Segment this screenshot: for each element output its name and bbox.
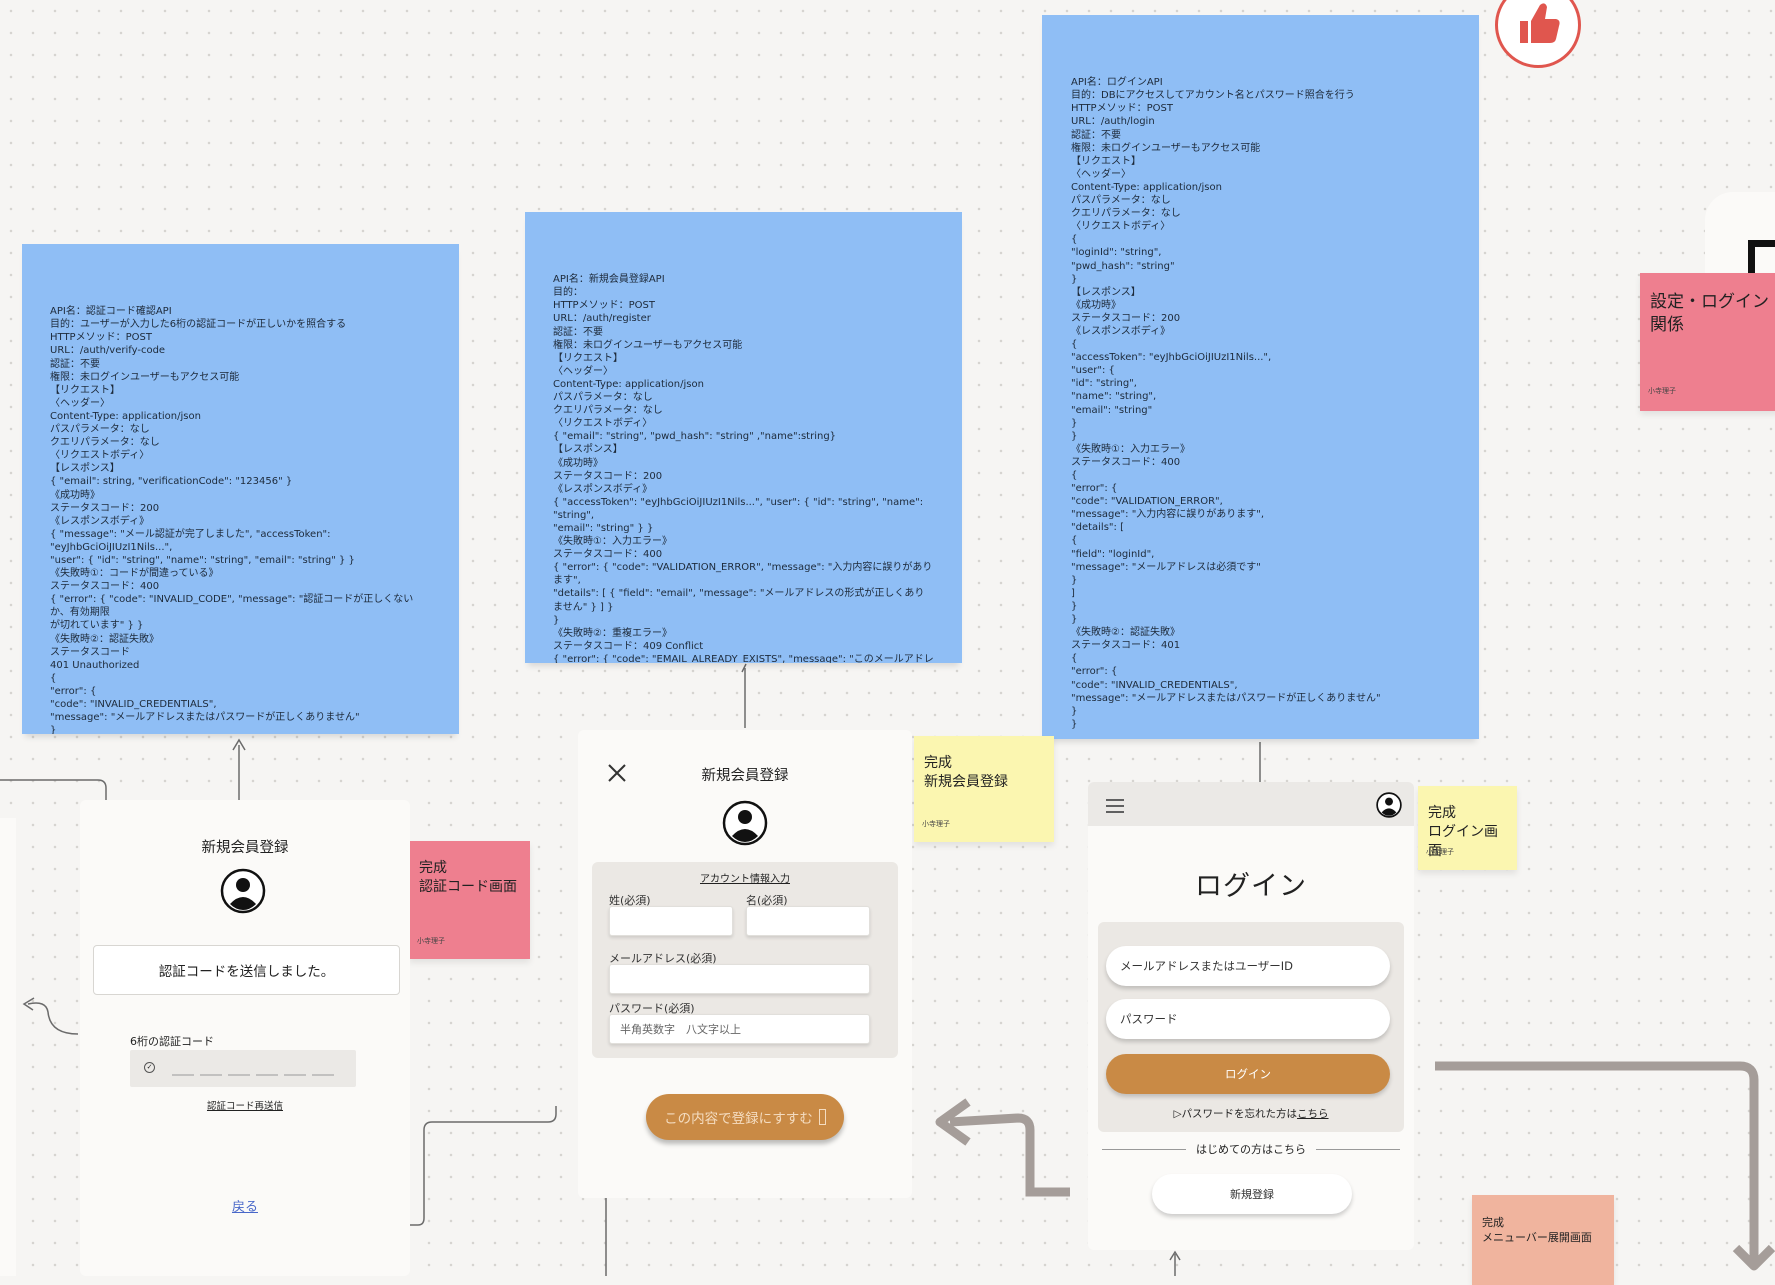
forgot-password-row: ▷パスワードを忘れた方はこちら [1098,1106,1404,1121]
offscreen-glyph [1748,240,1775,274]
register-screen: 新規会員登録 アカウント情報入力 姓(必須) 名(必須) メールアドレス(必須)… [578,730,912,1198]
verify-code-screen: 新規会員登録 認証コードを送信しました。 6桁の認証コード ✓ 認証コード再送信… [80,800,410,1276]
hamburger-menu-icon[interactable] [1106,798,1124,813]
password-input[interactable]: 半角英数字 八文字以上 [609,1014,870,1044]
sticky-menu-done[interactable]: 完成 メニューバー展開画面 [1472,1195,1614,1285]
forgot-prefix: ▷パスワードを忘れた方は [1173,1108,1298,1120]
signup-button[interactable]: 新規登録 [1152,1174,1352,1214]
offscreen-left-frame [0,818,16,1276]
form-panel: アカウント情報入力 姓(必須) 名(必須) メールアドレス(必須) パスワード(… [592,862,898,1058]
last-name-input[interactable] [609,906,733,936]
login-id-placeholder: メールアドレスまたはユーザーID [1120,959,1294,973]
forgot-password-link[interactable]: こちら [1297,1108,1329,1120]
sent-message-box: 認証コードを送信しました。 [93,945,400,995]
first-name-input[interactable] [746,906,870,936]
check-circle-icon: ✓ [144,1062,155,1073]
close-icon[interactable] [606,762,628,784]
first-name-label: 名(必須) [746,894,788,907]
verify-code-api-note[interactable]: API名：認証コード確認API 目的：ユーザーが入力した6桁の認証コードが正しい… [22,244,459,734]
password-placeholder: 半角英数字 八文字以上 [620,1023,741,1036]
login-header-bar [1088,782,1414,826]
submit-label: この内容で登録にすすむ [664,1111,813,1127]
login-panel: メールアドレスまたはユーザーID パスワード ログイン ▷パスワードを忘れた方は… [1098,922,1404,1132]
sent-message: 認証コードを送信しました。 [158,964,335,980]
section-title: アカウント情報入力 [700,874,790,885]
thumbs-up-icon [1520,3,1560,43]
login-title: ログイン [1195,871,1307,902]
code-input[interactable]: ✓ [130,1050,356,1087]
email-input[interactable] [609,964,870,994]
submit-button[interactable]: この内容で登録にすすむ [646,1094,844,1140]
verify-code-api-text: API名：認証コード確認API 目的：ユーザーが入力した6桁の認証コードが正しい… [50,306,414,734]
login-screen: ログイン メールアドレスまたはユーザーID パスワード ログイン ▷パスワードを… [1088,782,1414,1250]
cursor-caret-icon [818,1109,826,1125]
avatar-icon [220,868,266,914]
last-name-label: 姓(必須) [609,894,651,907]
divider-left [1102,1149,1186,1150]
avatar-icon [722,800,768,846]
back-link[interactable]: 戻る [231,1200,258,1215]
signup-button-label: 新規登録 [1230,1188,1274,1201]
divider-right [1316,1149,1400,1150]
resend-link[interactable]: 認証コード再送信 [206,1101,283,1112]
login-password-placeholder: パスワード [1120,1012,1178,1026]
sticky-login-done[interactable]: 完成 ログイン画面 小寺理子 [1418,786,1517,870]
screen-title: 新規会員登録 [201,840,289,856]
code-label: 6桁の認証コード [130,1035,214,1048]
login-button-label: ログイン [1225,1067,1271,1081]
sticky-register-done[interactable]: 完成 新規会員登録 小寺理子 [914,736,1054,842]
login-api-note[interactable]: API名：ログインAPI 目的：DBにアクセスしてアカウント名とパスワード照合を… [1042,15,1479,739]
login-password-input[interactable]: パスワード [1106,999,1390,1039]
screen-title: 新規会員登録 [701,768,789,784]
first-time-text: はじめての方はこちら [1196,1143,1306,1156]
like-reaction[interactable] [1495,0,1581,68]
email-label: メールアドレス(必須) [609,952,717,965]
register-api-note[interactable]: API名：新規会員登録API 目的： HTTPメソッド：POST URL：/au… [525,212,962,663]
code-digit-slots [172,1074,334,1076]
login-id-input[interactable]: メールアドレスまたはユーザーID [1106,946,1390,986]
login-button[interactable]: ログイン [1106,1054,1390,1094]
login-api-text: API名：ログインAPI 目的：DBにアクセスしてアカウント名とパスワード照合を… [1071,77,1381,730]
sticky-verify-done[interactable]: 完成 認証コード画面 小寺理子 [409,841,530,959]
register-api-text: API名：新規会員登録API 目的： HTTPメソッド：POST URL：/au… [553,274,934,663]
password-label: パスワード(必須) [609,1002,695,1015]
user-avatar-icon[interactable] [1376,792,1402,822]
sticky-settings[interactable]: 設定・ログイン 関係 小寺理子 [1640,273,1775,411]
